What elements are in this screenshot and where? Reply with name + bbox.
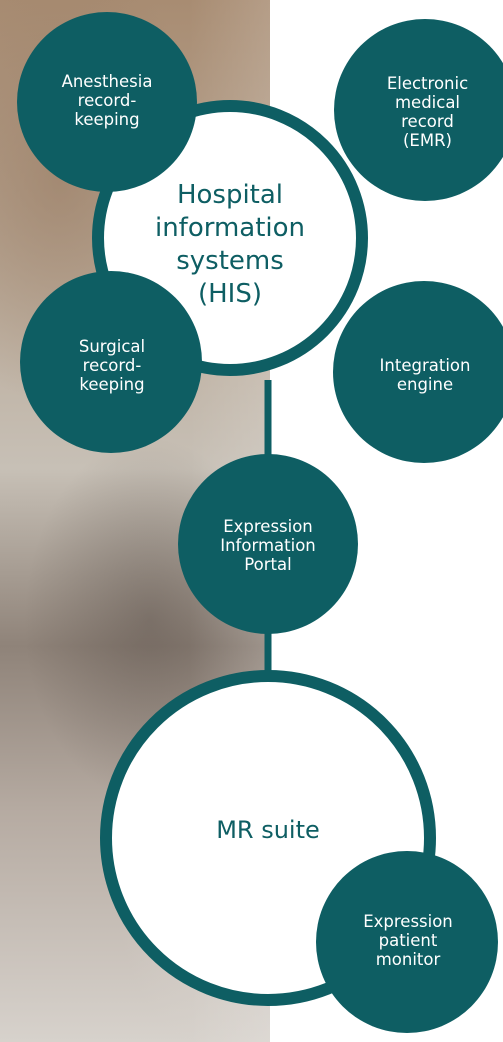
surgical-node-circle (20, 271, 202, 453)
anesthesia-node-label: Anesthesia record- keeping (61, 71, 153, 129)
surgical-node-label: Surgical record- keeping (78, 336, 146, 394)
emr-node-label: Electronic medical record (EMR) (386, 74, 469, 150)
his-hub-label: Hospital information systems (HIS) (154, 180, 306, 309)
monitor-node-label: Expression patient monitor (363, 911, 453, 969)
integration-node-label: Integration engine (379, 356, 471, 394)
mr-suite-label: MR suite (216, 816, 320, 844)
portal-node-label: Expression Information Portal (220, 516, 316, 574)
portal-node-circle (178, 454, 358, 634)
integration-node-circle (333, 281, 503, 463)
emr-node-circle (334, 19, 503, 201)
monitor-node-circle (316, 851, 498, 1033)
anesthesia-node-circle (17, 12, 197, 192)
